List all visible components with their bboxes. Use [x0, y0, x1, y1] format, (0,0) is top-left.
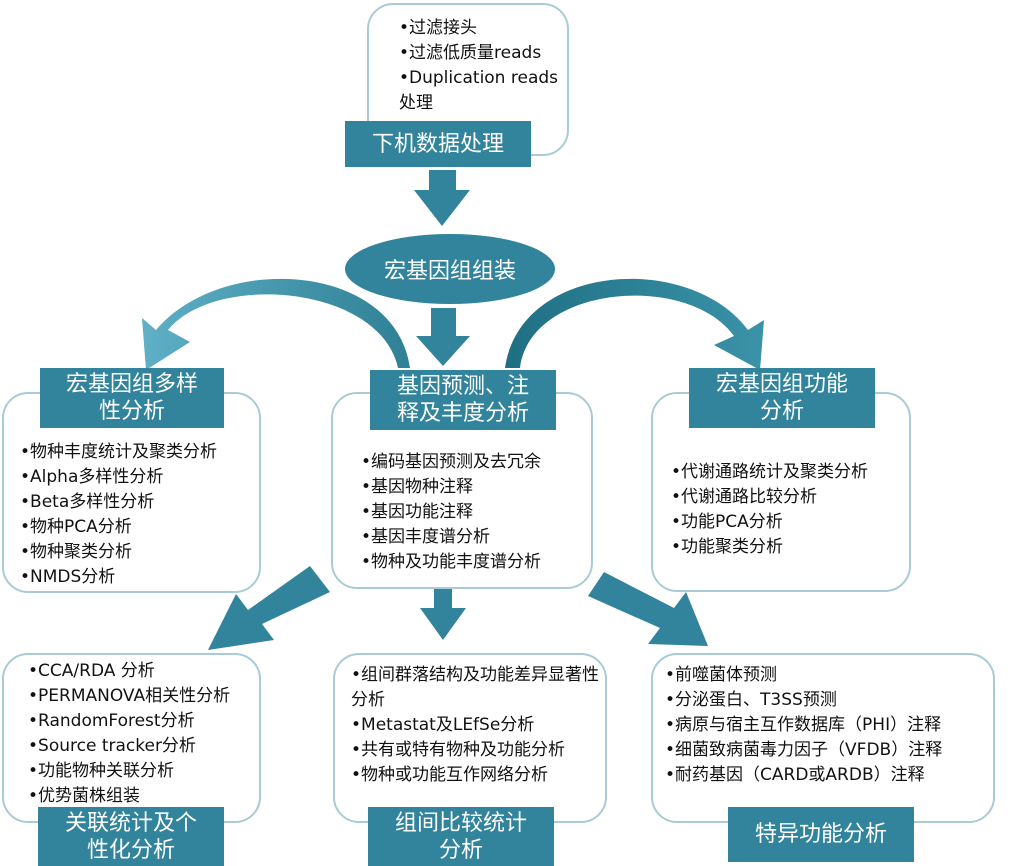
list-item: 物种丰度统计及聚类分析 [20, 440, 259, 465]
preprocess-list: 过滤接头 过滤低质量reads Duplication reads 处理 [399, 16, 567, 116]
list-item: 代谢通路比较分析 [671, 485, 909, 510]
arrow-to-association [208, 566, 330, 650]
list-item: 基因丰度谱分析 [361, 525, 591, 550]
gene-prediction-title: 基因预测、注 释及丰度分析 [370, 370, 556, 430]
list-item: 前噬菌体预测 [665, 663, 993, 688]
list-item: Alpha多样性分析 [20, 465, 259, 490]
list-item: 细菌致病菌毒力因子（VFDB）注释 [665, 738, 993, 763]
gene-prediction-list: 编码基因预测及去冗余 基因物种注释 基因功能注释 基因丰度谱分析 物种及功能丰度… [361, 450, 591, 575]
diversity-list: 物种丰度统计及聚类分析 Alpha多样性分析 Beta多样性分析 物种PCA分析… [20, 440, 259, 590]
list-item: RandomForest分析 [28, 709, 259, 734]
arrow-down-to-assembly [414, 170, 470, 226]
list-item: 组间群落结构及功能差异显著性分析 [351, 663, 603, 713]
comparison-list: 组间群落结构及功能差异显著性分析 Metastat及LEfSe分析 共有或特有物… [351, 663, 605, 788]
list-item: 共有或特有物种及功能分析 [351, 738, 605, 763]
arc-arrow-to-diversity [142, 278, 410, 370]
list-item: 编码基因预测及去冗余 [361, 450, 591, 475]
list-item: 物种或功能互作网络分析 [351, 763, 605, 788]
arc-arrow-to-function [505, 278, 764, 370]
association-box: CCA/RDA 分析 PERMANOVA相关性分析 RandomForest分析… [2, 653, 261, 823]
list-item: NMDS分析 [20, 565, 259, 590]
list-item: 耐药基因（CARD或ARDB）注释 [665, 763, 993, 788]
list-item: Source tracker分析 [28, 734, 259, 759]
list-item: 过滤低质量reads [399, 41, 567, 66]
list-item: 优势菌株组装 [28, 784, 259, 809]
list-item: PERMANOVA相关性分析 [28, 684, 259, 709]
arrow-down-to-gene-prediction [416, 308, 470, 366]
list-item: Duplication reads 处理 [399, 66, 567, 116]
arrow-to-specific [588, 572, 708, 646]
list-item: Metastat及LEfSe分析 [351, 713, 605, 738]
list-item: CCA/RDA 分析 [28, 659, 259, 684]
list-item: 基因功能注释 [361, 500, 591, 525]
arrow-down-to-comparison [420, 586, 466, 640]
list-item: 病原与宿主互作数据库（PHI）注释 [665, 713, 993, 738]
preprocess-title: 下机数据处理 [345, 121, 531, 167]
diversity-title: 宏基因组多样 性分析 [40, 368, 224, 428]
specific-list: 前噬菌体预测 分泌蛋白、T3SS预测 病原与宿主互作数据库（PHI）注释 细菌致… [665, 663, 993, 788]
list-item: Beta多样性分析 [20, 490, 259, 515]
list-item: 代谢通路统计及聚类分析 [671, 460, 909, 485]
list-item: 功能PCA分析 [671, 510, 909, 535]
list-item: 物种及功能丰度谱分析 [361, 550, 591, 575]
association-title: 关联统计及个 性化分析 [38, 807, 224, 866]
specific-title: 特异功能分析 [728, 807, 914, 862]
list-item: 功能物种关联分析 [28, 759, 259, 784]
comparison-box: 组间群落结构及功能差异显著性分析 Metastat及LEfSe分析 共有或特有物… [333, 653, 607, 823]
function-list: 代谢通路统计及聚类分析 代谢通路比较分析 功能PCA分析 功能聚类分析 [671, 460, 909, 560]
list-item: 功能聚类分析 [671, 535, 909, 560]
list-item: 分泌蛋白、T3SS预测 [665, 688, 993, 713]
list-item: 物种聚类分析 [20, 540, 259, 565]
specific-box: 前噬菌体预测 分泌蛋白、T3SS预测 病原与宿主互作数据库（PHI）注释 细菌致… [651, 653, 995, 823]
association-list: CCA/RDA 分析 PERMANOVA相关性分析 RandomForest分析… [28, 659, 259, 809]
list-item: 基因物种注释 [361, 475, 591, 500]
list-item: 物种PCA分析 [20, 515, 259, 540]
comparison-title: 组间比较统计 分析 [368, 807, 554, 866]
assembly-title: 宏基因组组装 [383, 259, 516, 284]
assembly-node: 宏基因组组装 [345, 234, 555, 304]
list-item: 过滤接头 [399, 16, 567, 41]
function-title: 宏基因组功能 分析 [689, 368, 875, 428]
